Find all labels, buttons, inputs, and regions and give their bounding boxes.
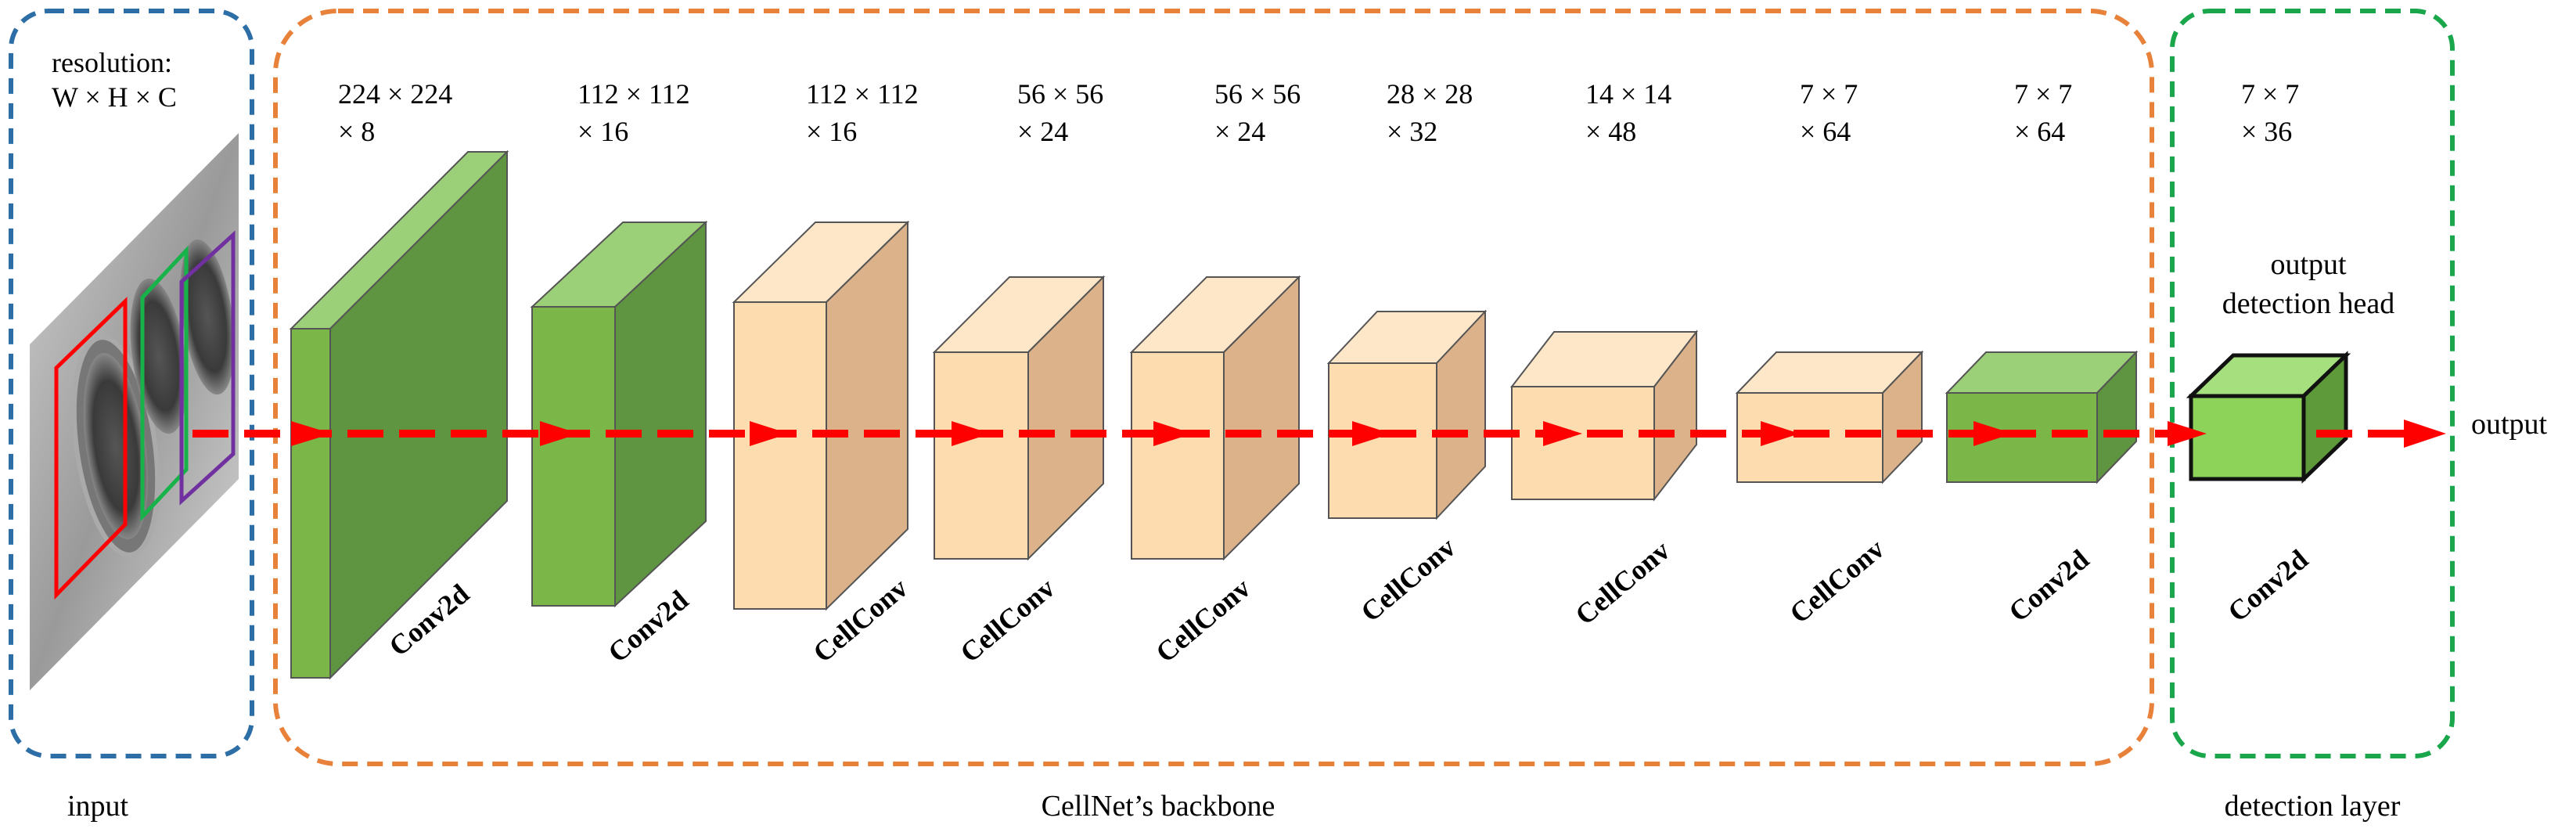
backbone-section-border — [273, 9, 2154, 766]
block-5-cellconv — [1129, 275, 1301, 561]
block-6-layer-label: CellConv — [1355, 531, 1461, 628]
block-5-front-face — [1131, 351, 1225, 560]
resolution-label-line2: W × H × C — [52, 81, 177, 113]
block-4-dim2: × 24 — [1017, 116, 1068, 147]
resolution-label-line1: resolution: — [52, 47, 172, 78]
block-3-front-face — [733, 301, 827, 610]
block-2-conv2d — [530, 220, 708, 608]
block-7-dim1: 14 × 14 — [1585, 78, 1671, 110]
block-9-conv2d — [1945, 350, 2139, 484]
block-2-dim2: × 16 — [577, 116, 628, 147]
block-5-dim2: × 24 — [1214, 116, 1265, 147]
detection-head-label-line1: output — [2270, 248, 2347, 281]
data-flow-arrows — [192, 420, 2446, 448]
input-section-label: input — [67, 790, 129, 823]
block-7-cellconv — [1509, 330, 1699, 502]
block-6-dim1: 28 × 28 — [1387, 78, 1473, 110]
block-7-front-face — [1511, 386, 1655, 500]
backbone-dimension-labels: 224 × 224 × 8 112 × 112 × 16 112 × 112 ×… — [338, 78, 2072, 147]
block-7-dim2: × 48 — [1585, 116, 1636, 147]
detection-dim1: 7 × 7 — [2241, 78, 2299, 110]
detection-section-border — [2170, 9, 2455, 758]
detection-section-label: detection layer — [2225, 790, 2401, 823]
backbone-section-label: CellNet’s backbone — [1042, 790, 1275, 823]
block-6-cellconv — [1326, 309, 1488, 520]
arrowhead-10 — [2168, 421, 2207, 446]
arrowhead-output — [2404, 420, 2446, 448]
block-2-front-face — [531, 306, 616, 607]
block-1-conv2d — [289, 149, 509, 680]
arrowhead-9 — [1973, 421, 2013, 446]
arrowhead-8 — [1761, 421, 1800, 446]
block-8-cellconv — [1735, 350, 1924, 484]
purple-crop-box — [179, 230, 236, 506]
block-6-dim2: × 32 — [1387, 116, 1437, 147]
block-1-dim1: 224 × 224 — [338, 78, 452, 110]
arrowhead-7 — [1543, 421, 1582, 446]
detection-layer-label: Conv2d — [2222, 543, 2314, 628]
detection-dim2: × 36 — [2241, 116, 2292, 147]
block-7-layer-label: CellConv — [1569, 535, 1675, 631]
block-1-dim2: × 8 — [338, 116, 375, 147]
output-label: output — [2471, 408, 2548, 441]
detection-head-conv2d — [2186, 351, 2351, 484]
block-8-dim1: 7 × 7 — [1800, 78, 1858, 110]
block-2-dim1: 112 × 112 — [577, 78, 690, 110]
block-8-dim2: × 64 — [1800, 116, 1851, 147]
block-4-layer-label: CellConv — [954, 572, 1060, 668]
detection-head-label-line2: detection head — [2222, 287, 2395, 320]
block-3-cellconv — [732, 220, 910, 611]
block-9-layer-label: Conv2d — [2002, 543, 2095, 628]
block-4-front-face — [934, 351, 1029, 560]
green-crop-box — [140, 245, 189, 522]
block-1-front-face — [290, 328, 331, 679]
block-5-layer-label: CellConv — [1149, 572, 1256, 668]
block-3-dim2: × 16 — [806, 116, 857, 147]
detection-head-front-face — [2189, 394, 2306, 481]
arrowhead-5 — [1153, 421, 1193, 446]
arrowhead-3 — [750, 421, 789, 446]
block-8-layer-label: CellConv — [1783, 533, 1890, 629]
arrowhead-2 — [540, 421, 579, 446]
red-crop-box — [54, 297, 128, 600]
arrowhead-6 — [1352, 421, 1391, 446]
block-4-cellconv — [932, 275, 1106, 561]
block-5-dim1: 56 × 56 — [1214, 78, 1301, 110]
arrowhead-4 — [952, 421, 991, 446]
cell-3 — [180, 239, 235, 395]
input-section-border — [9, 9, 254, 758]
block-9-dim1: 7 × 7 — [2014, 78, 2072, 110]
block-6-front-face — [1328, 362, 1437, 519]
cell-1 — [71, 335, 160, 557]
cell-2 — [130, 278, 188, 434]
block-3-dim1: 112 × 112 — [806, 78, 919, 110]
block-4-dim1: 56 × 56 — [1017, 78, 1103, 110]
arrowhead-1 — [291, 421, 332, 446]
input-image — [30, 133, 239, 690]
block-9-dim2: × 64 — [2014, 116, 2065, 147]
